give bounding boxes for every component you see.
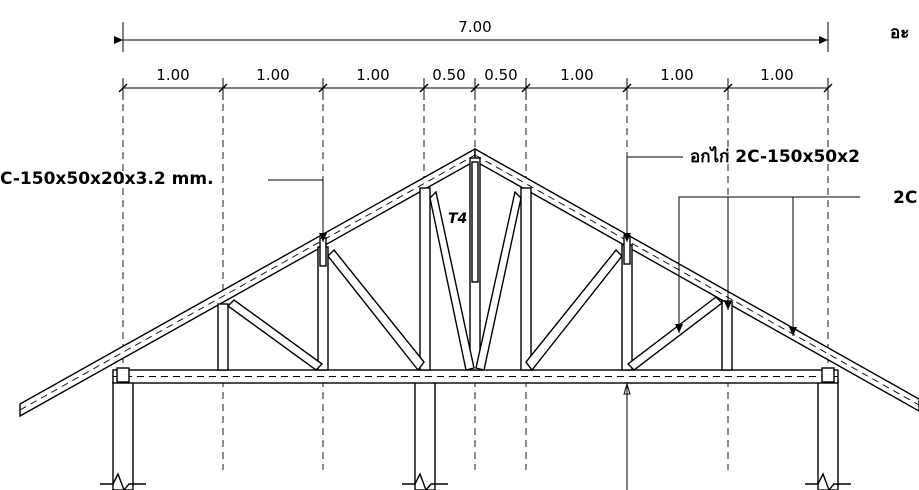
dimension-tick — [723, 83, 733, 93]
dimension-lines — [114, 22, 833, 100]
truss-web-diagonals — [226, 190, 724, 372]
truss-web-verticals — [217, 157, 733, 371]
dimension-tick — [419, 83, 429, 93]
dimension-tick — [118, 83, 128, 93]
dimension-segment: 1.00 — [156, 66, 189, 84]
top-right-label: อะ — [890, 23, 909, 43]
dimension-overall: 7.00 — [458, 18, 491, 36]
dimension-segment: 1.00 — [356, 66, 389, 84]
dimension-tick — [318, 83, 328, 93]
dimension-tick — [622, 83, 632, 93]
dimension-tick — [470, 83, 480, 93]
dimension-segment: 1.00 — [256, 66, 289, 84]
dimension-segment: 0.50 — [484, 66, 517, 84]
top-chords — [19, 147, 919, 418]
dimension-segment: 1.00 — [560, 66, 593, 84]
dimension-segment: 0.50 — [432, 66, 465, 84]
member-mark-t4: T4 — [448, 211, 467, 227]
support-columns — [100, 381, 851, 490]
dimension-segment: 1.00 — [760, 66, 793, 84]
dimension-tick — [521, 83, 531, 93]
left-member-spec: C-150x50x20x3.2 mm. — [0, 169, 214, 189]
top-chord-member-spec: 2C — [893, 188, 917, 208]
callout-leaders — [268, 156, 860, 490]
dimension-tick — [823, 83, 833, 93]
ridge-member-spec: อกไก่ 2C-150x50x2 — [690, 146, 860, 167]
dimension-tick — [218, 83, 228, 93]
dimension-segment: 1.00 — [660, 66, 693, 84]
